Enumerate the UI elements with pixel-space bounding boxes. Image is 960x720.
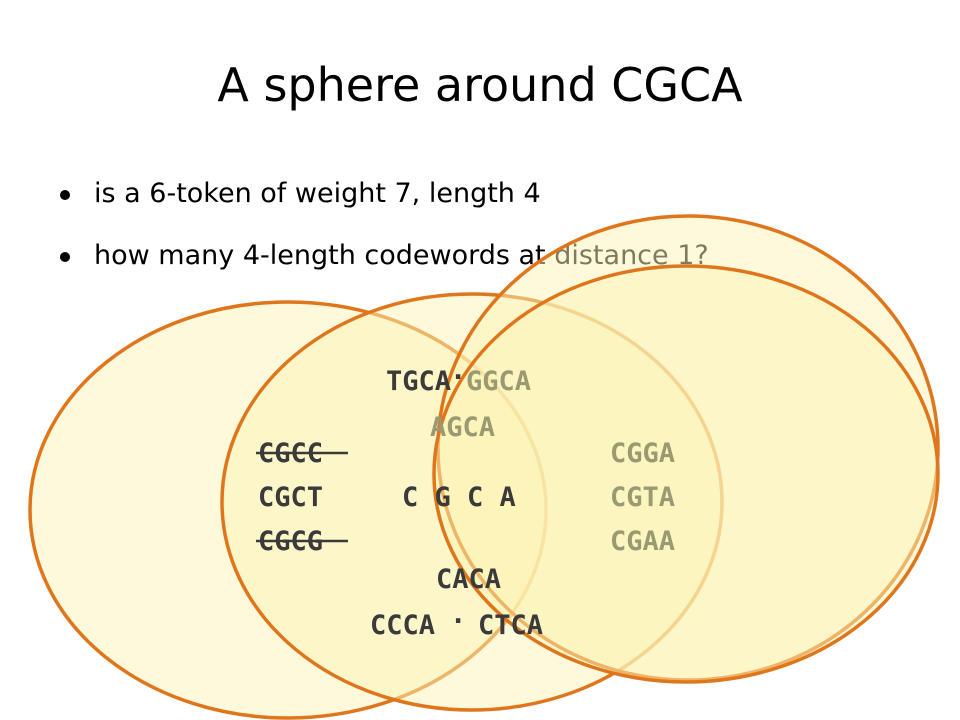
center-codeword-cgca: C G C A	[402, 482, 516, 513]
codeword-tgca: TGCA	[386, 366, 451, 397]
codeword-ggca: GGCA	[466, 366, 531, 397]
codeword-caca: CACA	[436, 564, 501, 595]
codeword-ctca: CTCA	[478, 610, 543, 641]
codeword-cgct: CGCT	[258, 482, 323, 513]
slide-title: A sphere around CGCA	[217, 58, 743, 112]
separator-dot: ·	[450, 362, 466, 393]
codeword-cgga: CGGA	[610, 438, 675, 469]
codeword-cgaa: CGAA	[610, 526, 675, 557]
bullet-item: is a 6-token of weight 7, length 4	[58, 178, 709, 240]
separator-dot: ·	[450, 606, 466, 637]
codeword-cgta: CGTA	[610, 482, 675, 513]
codeword-ccca: CCCA	[370, 610, 435, 641]
bullet-text: is a 6-token of weight 7, length 4	[94, 178, 541, 209]
bullet-dot-icon	[60, 252, 70, 262]
bullet-dot-icon	[60, 190, 70, 200]
strikethrough-lines	[256, 451, 348, 543]
sphere-circle-right	[432, 264, 940, 684]
codeword-agca: AGCA	[430, 412, 495, 443]
